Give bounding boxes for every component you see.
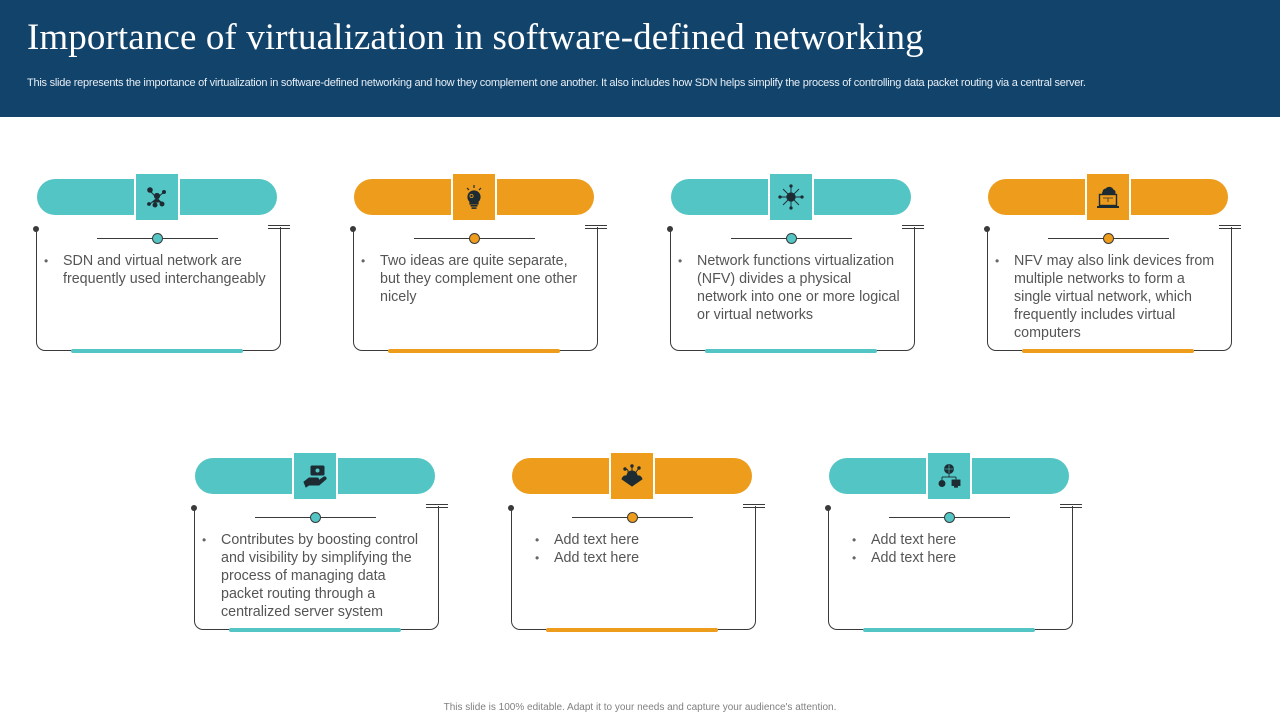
- frame-dot: [350, 226, 356, 232]
- cloud-laptop-icon: [1085, 174, 1131, 220]
- bullet-item: Two ideas are quite separate, but they c…: [361, 252, 586, 306]
- connector-dot: [152, 233, 163, 244]
- card-sdn-virtual-network: SDN and virtual network are frequently u…: [33, 174, 292, 359]
- card-two-ideas: Two ideas are quite separate, but they c…: [350, 174, 609, 359]
- card-bullets: Contributes by boosting control and visi…: [202, 531, 427, 621]
- bullet-item: NFV may also link devices from multiple …: [995, 252, 1220, 342]
- card-bullets: SDN and virtual network are frequently u…: [44, 252, 269, 288]
- bullet-item: Contributes by boosting control and visi…: [202, 531, 427, 621]
- card-bullets: Network functions virtualization (NFV) d…: [678, 252, 903, 324]
- page-subtitle: This slide represents the importance of …: [27, 77, 1086, 89]
- frame-cap: [1219, 225, 1241, 229]
- frame-dot: [825, 505, 831, 511]
- card-nfv-link-devices: NFV may also link devices from multiple …: [984, 174, 1243, 359]
- lightbulb-icon: [451, 174, 497, 220]
- network-hub-icon: [768, 174, 814, 220]
- frame-dot: [667, 226, 673, 232]
- card-bullets: Two ideas are quite separate, but they c…: [361, 252, 586, 306]
- cloud-circuit-icon: [609, 453, 655, 499]
- globe-network-icon: [926, 453, 972, 499]
- card-bullets: NFV may also link devices from multiple …: [995, 252, 1220, 342]
- bullet-item[interactable]: Add text here: [535, 549, 760, 567]
- frame-cap: [426, 504, 448, 508]
- accent-bar: [863, 628, 1035, 632]
- hand-money-icon: [292, 453, 338, 499]
- bullet-item: SDN and virtual network are frequently u…: [44, 252, 269, 288]
- frame-dot: [508, 505, 514, 511]
- connector-dot: [944, 512, 955, 523]
- frame-cap: [743, 504, 765, 508]
- frame-dot: [984, 226, 990, 232]
- card-frame: [511, 506, 756, 630]
- connector-dot: [469, 233, 480, 244]
- frame-dot: [191, 505, 197, 511]
- network-users-icon: [134, 174, 180, 220]
- header-banner: Importance of virtualization in software…: [0, 0, 1280, 117]
- accent-bar: [1022, 349, 1194, 353]
- connector-dot: [786, 233, 797, 244]
- card-frame: [828, 506, 1073, 630]
- card-nfv-divides: Network functions virtualization (NFV) d…: [667, 174, 926, 359]
- bullet-item: Network functions virtualization (NFV) d…: [678, 252, 903, 324]
- card-bullets: Add text here Add text here: [852, 531, 1077, 567]
- connector-dot: [1103, 233, 1114, 244]
- bullet-item[interactable]: Add text here: [852, 549, 1077, 567]
- connector-dot: [310, 512, 321, 523]
- accent-bar: [388, 349, 560, 353]
- connector-dot: [627, 512, 638, 523]
- frame-cap: [902, 225, 924, 229]
- frame-cap: [585, 225, 607, 229]
- card-placeholder-2: Add text here Add text here: [825, 453, 1084, 638]
- accent-bar: [705, 349, 877, 353]
- accent-bar: [71, 349, 243, 353]
- card-placeholder-1: Add text here Add text here: [508, 453, 767, 638]
- frame-cap: [268, 225, 290, 229]
- card-bullets: Add text here Add text here: [535, 531, 760, 567]
- page-title: Importance of virtualization in software…: [27, 17, 924, 58]
- frame-dot: [33, 226, 39, 232]
- card-frame: [36, 227, 281, 351]
- card-contributes: Contributes by boosting control and visi…: [191, 453, 450, 638]
- frame-cap: [1060, 504, 1082, 508]
- bullet-item[interactable]: Add text here: [852, 531, 1077, 549]
- accent-bar: [546, 628, 718, 632]
- footer-note: This slide is 100% editable. Adapt it to…: [443, 702, 837, 713]
- bullet-item[interactable]: Add text here: [535, 531, 760, 549]
- accent-bar: [229, 628, 401, 632]
